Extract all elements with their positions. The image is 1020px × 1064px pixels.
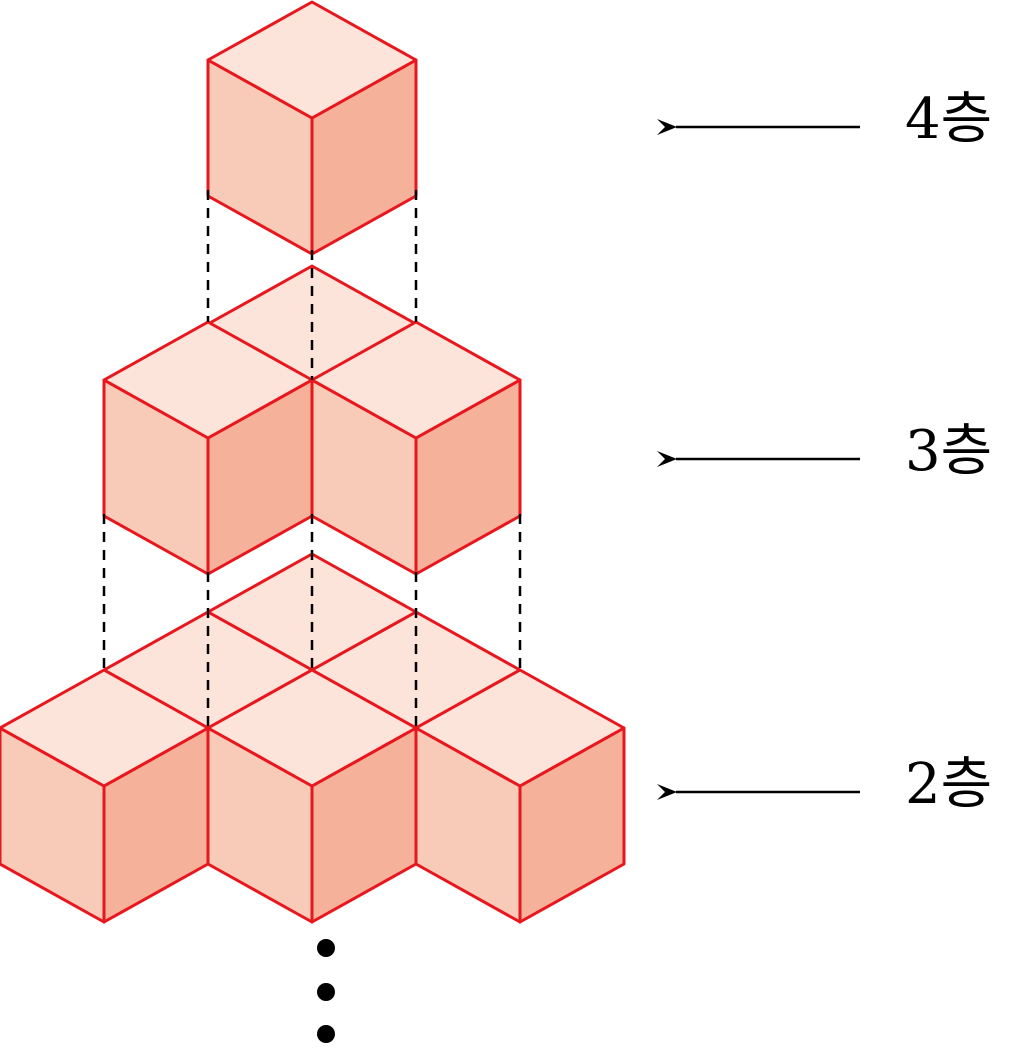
layer-4-cube bbox=[206, 0, 418, 256]
layer-arrows bbox=[657, 119, 860, 800]
continuation-dot bbox=[317, 983, 335, 1001]
layer-2-label: 2층 bbox=[905, 752, 993, 817]
continuation-dot bbox=[317, 1025, 335, 1043]
layer-2-cube-middle bbox=[206, 668, 418, 924]
cube-top-face bbox=[102, 320, 314, 440]
cube-stack bbox=[0, 0, 626, 924]
alignment-guides bbox=[102, 190, 522, 728]
layer-3-label: 3층 bbox=[905, 419, 993, 484]
cube-top-face bbox=[0, 668, 210, 788]
layer-3-cube-left bbox=[102, 320, 314, 576]
continuation-dot bbox=[317, 939, 335, 957]
continuation-dots bbox=[317, 939, 335, 1043]
cube-top-face bbox=[310, 320, 522, 440]
layer-4-label: 4층 bbox=[905, 87, 993, 152]
layer-3-cube-right bbox=[310, 320, 522, 576]
layer-2-cube-right bbox=[414, 668, 626, 924]
cube-top-face bbox=[206, 0, 418, 120]
cube-top-face bbox=[206, 668, 418, 788]
cube-top-face bbox=[414, 668, 626, 788]
